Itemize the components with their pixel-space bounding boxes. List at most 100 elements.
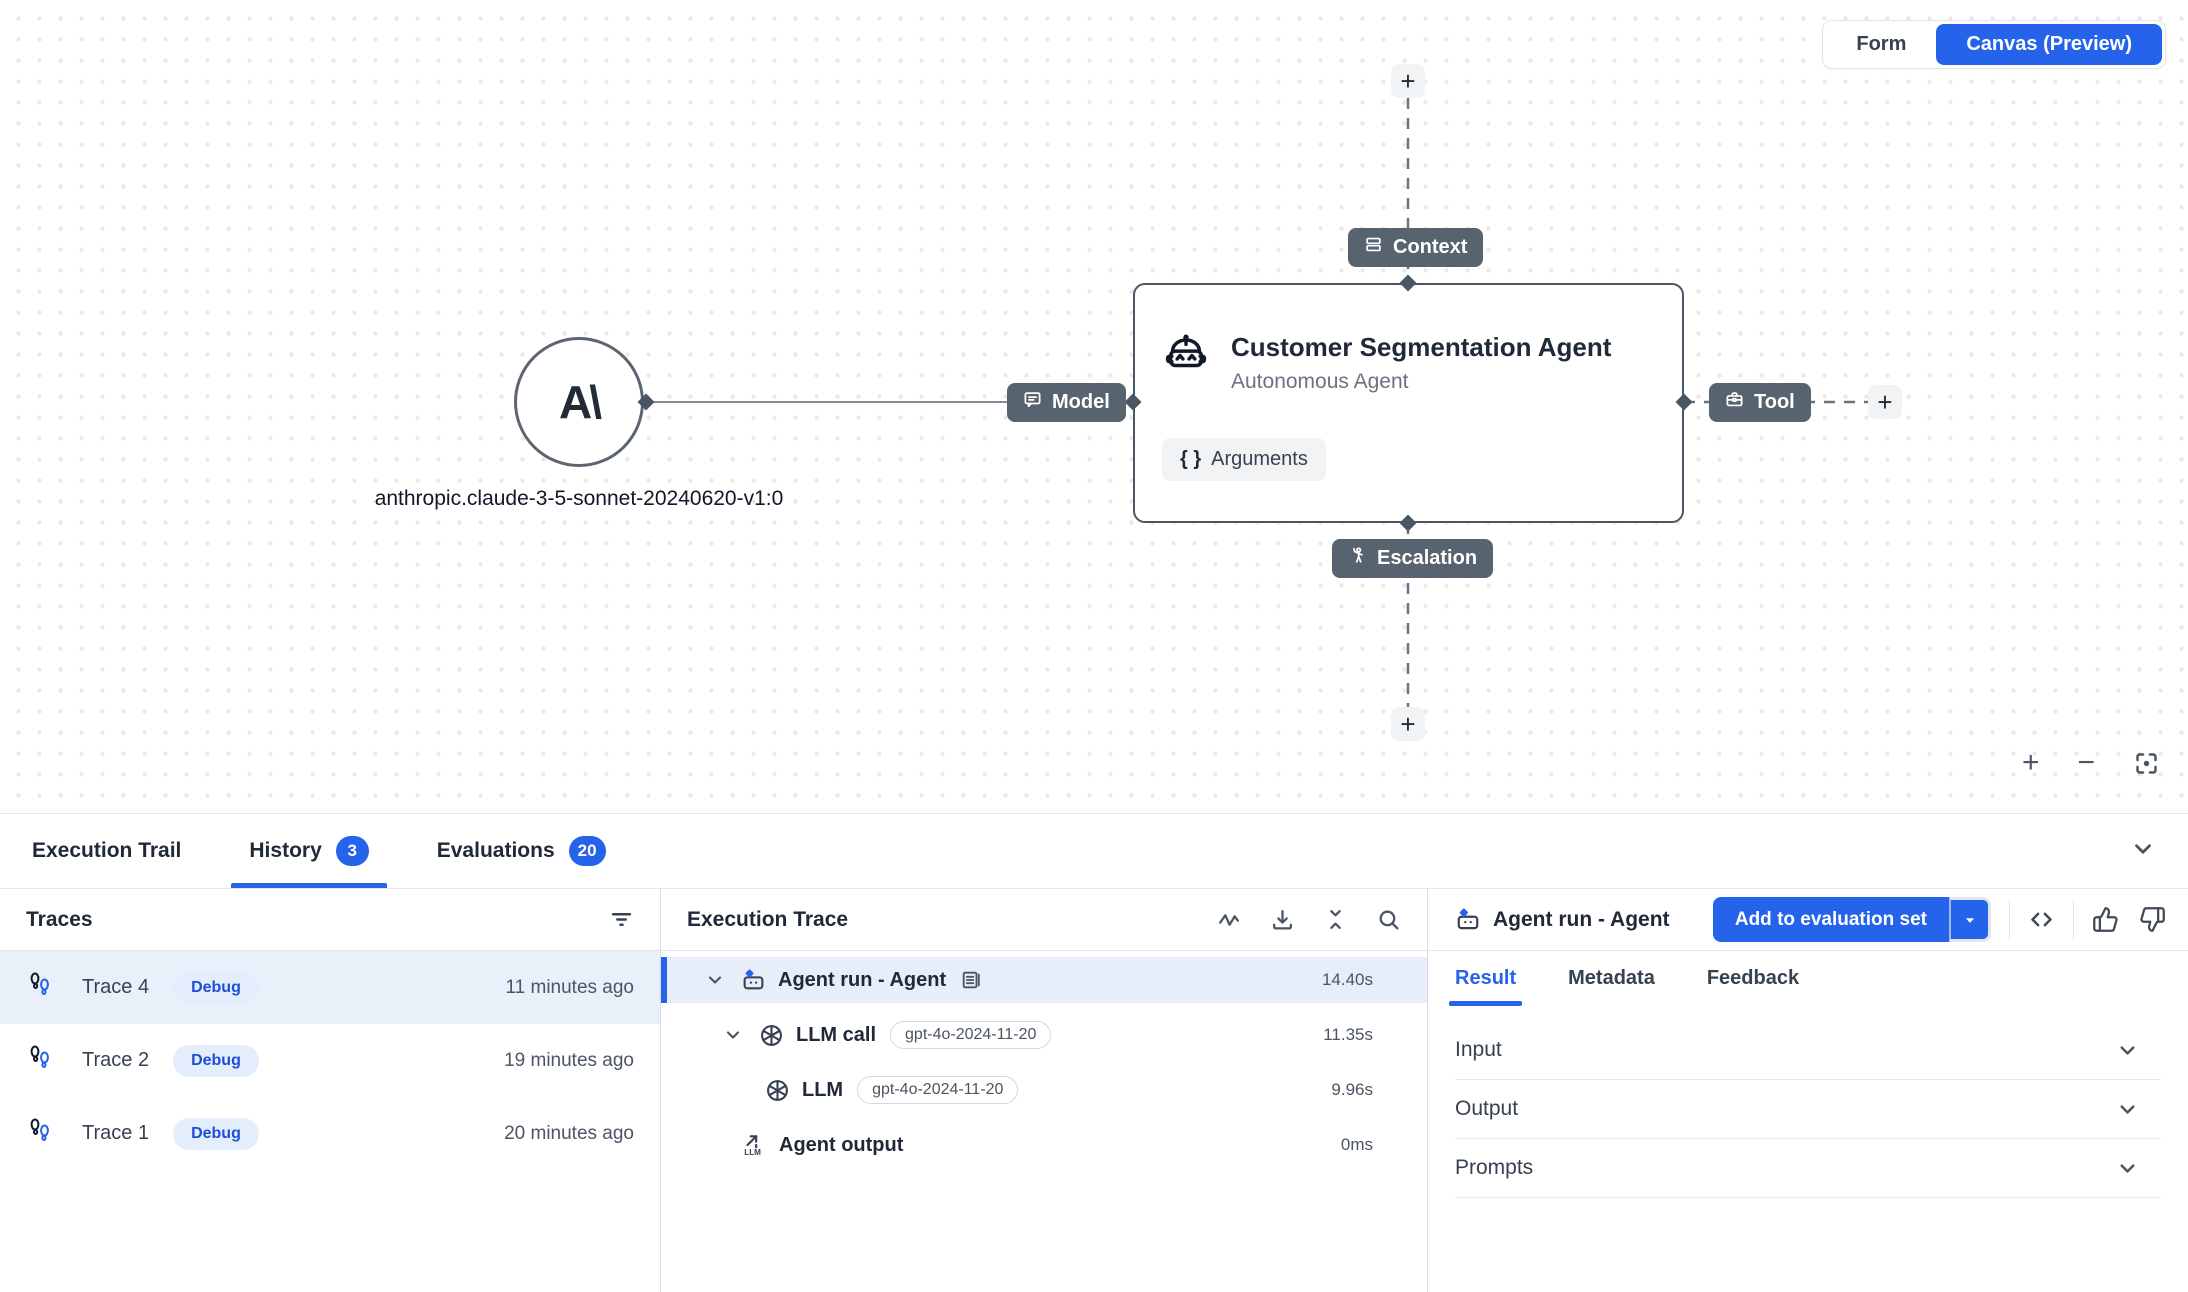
span-duration: 9.96s <box>1331 1080 1373 1099</box>
collapse-panel-chevron[interactable] <box>2130 836 2156 867</box>
layers-icon <box>1364 235 1383 260</box>
chevron-down-icon <box>2116 1039 2139 1062</box>
history-count-badge: 3 <box>335 836 369 866</box>
chevron-down-icon[interactable] <box>723 1025 743 1045</box>
detail-tabs: Result Metadata Feedback <box>1428 967 2188 1007</box>
thumbs-up-icon[interactable] <box>2092 906 2119 933</box>
braces-icon: { } <box>1180 448 1202 470</box>
model-edge-label[interactable]: Model <box>1007 383 1126 422</box>
footprints-icon <box>26 1043 54 1078</box>
add-to-evaluation-set-button[interactable]: Add to evaluation set <box>1712 897 1949 942</box>
add-escalation-node-button[interactable]: + <box>1391 707 1425 741</box>
code-view-icon[interactable] <box>2028 906 2055 933</box>
model-node[interactable]: A\ <box>514 337 644 467</box>
model-node-label: anthropic.claude-3-5-sonnet-20240620-v1:… <box>374 487 784 510</box>
add-tool-node-button[interactable]: + <box>1868 385 1902 419</box>
agent-node[interactable]: Customer Segmentation Agent Autonomous A… <box>1133 283 1684 523</box>
prompts-section-toggle[interactable]: Prompts <box>1455 1139 2161 1198</box>
tab-execution-trail-label: Execution Trail <box>32 839 182 862</box>
input-section-label: Input <box>1455 1038 1502 1061</box>
openai-icon <box>765 1078 790 1103</box>
debug-badge: Debug <box>173 1044 259 1077</box>
model-version-chip: gpt-4o-2024-11-20 <box>890 1021 1052 1049</box>
debug-badge: Debug <box>173 971 259 1004</box>
trace-name: Trace 1 <box>82 1122 150 1144</box>
tab-feedback[interactable]: Feedback <box>1706 967 1800 989</box>
tab-history[interactable]: History 3 <box>231 814 387 888</box>
span-duration: 0ms <box>1340 1135 1373 1154</box>
traces-panel: Traces Trace 4 Debug 11 minutes ago <box>0 889 661 1292</box>
execution-trace-header: Execution Trace <box>661 889 1427 951</box>
agent-node-title: Customer Segmentation Agent <box>1231 332 1612 362</box>
traces-title: Traces <box>26 907 93 931</box>
debug-badge: Debug <box>173 1117 259 1150</box>
agent-node-subtitle: Autonomous Agent <box>1231 369 1409 393</box>
trace-name: Trace 2 <box>82 1049 150 1071</box>
canvas-zoom-controls: + − <box>2022 748 2160 778</box>
execution-trace-title: Execution Trace <box>687 907 849 931</box>
trace-list-item[interactable]: Trace 1 Debug 20 minutes ago <box>0 1097 660 1170</box>
add-to-evaluation-set-dropdown[interactable] <box>1949 897 1991 942</box>
tool-edge-text: Tool <box>1754 391 1795 413</box>
form-toggle-button[interactable]: Form <box>1856 33 1907 55</box>
thumbs-down-icon[interactable] <box>2139 906 2166 933</box>
svg-text:LLM: LLM <box>744 1148 761 1157</box>
trace-span-row-agent-output[interactable]: LLM Agent output 0ms <box>661 1122 1427 1168</box>
span-duration: 14.40s <box>1321 970 1373 989</box>
arguments-chip[interactable]: { } Arguments <box>1162 438 1326 481</box>
separator <box>2009 899 2010 940</box>
input-section-toggle[interactable]: Input <box>1455 1021 2161 1080</box>
detail-header: Agent run - Agent Add to evaluation set <box>1428 889 2188 951</box>
agent-run-icon <box>741 968 766 993</box>
context-edge-label[interactable]: Context <box>1348 228 1484 267</box>
tab-metadata[interactable]: Metadata <box>1568 967 1655 989</box>
trace-span-row-llm-call[interactable]: LLM call gpt-4o-2024-11-20 11.35s <box>661 1012 1427 1058</box>
evaluations-count-badge: 20 <box>568 836 606 866</box>
collapse-all-icon[interactable] <box>1323 907 1348 932</box>
escalation-edge-label[interactable]: Escalation <box>1332 539 1494 578</box>
span-label: Agent run - Agent <box>778 968 947 991</box>
bottom-panel-tabbar: Execution Trail History 3 Evaluations 20 <box>0 814 2188 889</box>
escalation-edge-text: Escalation <box>1377 547 1478 569</box>
traces-panel-header: Traces <box>0 889 660 951</box>
briefcase-icon <box>1725 390 1744 415</box>
tab-history-label: History <box>249 839 322 862</box>
span-duration: 11.35s <box>1323 1025 1373 1044</box>
filter-icon[interactable] <box>609 907 634 932</box>
canvas-preview-toggle-button[interactable]: Canvas (Preview) <box>1936 24 2162 65</box>
download-icon[interactable] <box>1270 907 1295 932</box>
trace-name: Trace 4 <box>82 976 150 998</box>
context-edge-text: Context <box>1393 236 1468 258</box>
zoom-out-button[interactable]: − <box>2077 746 2095 779</box>
trace-span-row-agent-run[interactable]: Agent run - Agent 14.40s <box>661 957 1427 1003</box>
trace-time: 19 minutes ago <box>504 1049 634 1071</box>
chevron-down-icon[interactable] <box>705 970 725 990</box>
chevron-down-icon <box>2116 1098 2139 1121</box>
agent-canvas[interactable]: Form Canvas (Preview) A\ anthropic.claud… <box>0 0 2188 814</box>
trace-span-row-llm[interactable]: LLM gpt-4o-2024-11-20 9.96s <box>661 1067 1427 1113</box>
zoom-in-button[interactable]: + <box>2021 746 2040 779</box>
search-icon[interactable] <box>1376 907 1401 932</box>
trace-list-item[interactable]: Trace 2 Debug 19 minutes ago <box>0 1024 660 1097</box>
trace-list-item[interactable]: Trace 4 Debug 11 minutes ago <box>0 951 660 1024</box>
view-mode-toggle: Form Canvas (Preview) <box>1822 20 2166 69</box>
footprints-icon <box>26 1116 54 1151</box>
agent-run-icon <box>1455 907 1481 933</box>
span-label: LLM <box>802 1078 844 1101</box>
span-label: Agent output <box>779 1133 904 1156</box>
tab-evaluations-label: Evaluations <box>436 839 555 862</box>
openai-icon <box>759 1023 784 1048</box>
person-raising-hand-icon <box>1348 546 1367 571</box>
add-context-node-button[interactable]: + <box>1391 64 1425 98</box>
tab-evaluations[interactable]: Evaluations 20 <box>437 814 606 888</box>
tool-edge-label[interactable]: Tool <box>1709 383 1811 422</box>
tab-result[interactable]: Result <box>1448 967 1523 1006</box>
message-icon <box>1023 390 1042 415</box>
trace-time: 20 minutes ago <box>504 1122 634 1144</box>
model-version-chip: gpt-4o-2024-11-20 <box>857 1076 1019 1104</box>
tab-execution-trail[interactable]: Execution Trail <box>32 814 181 888</box>
fit-view-button[interactable] <box>2133 750 2160 777</box>
output-section-toggle[interactable]: Output <box>1455 1080 2161 1139</box>
timeline-icon[interactable] <box>1217 907 1242 932</box>
notes-icon[interactable] <box>960 969 982 991</box>
